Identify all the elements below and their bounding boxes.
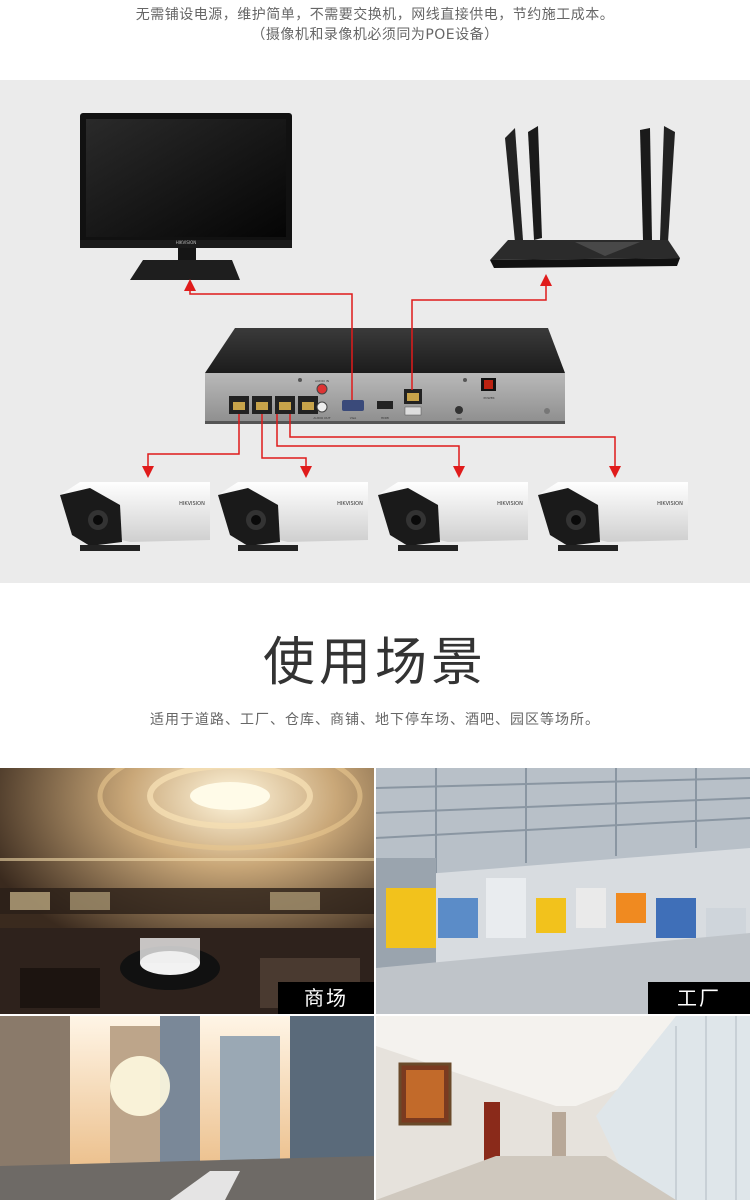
intro-line-2: （摄像机和录像机必须同为POE设备） <box>251 27 499 43</box>
line-nvr-to-monitor <box>184 279 353 400</box>
nvr-audio-out-label: AUDIO OUT <box>313 416 330 420</box>
camera-1: HIKVISION <box>60 482 210 551</box>
corridor-picture <box>376 1016 750 1200</box>
poe-connection-diagram: HIKVISION <box>0 80 750 583</box>
scenes-description: 适用于道路、工厂、仓库、商铺、地下停车场、酒吧、园区等场所。 <box>150 712 600 728</box>
intro-section: 无需铺设电源，维护简单，不需要交换机，网线直接供电，节约施工成本。 （摄像机和录… <box>0 0 750 80</box>
line-port4-to-camera4 <box>289 414 621 478</box>
line-port3-to-camera3 <box>276 414 465 478</box>
intro-line-1: 无需铺设电源，维护简单，不需要交换机，网线直接供电，节约施工成本。 <box>135 7 615 23</box>
camera-3: HIKVISION <box>378 482 528 551</box>
scene-tile-factory: 工厂 <box>376 768 750 1014</box>
scene-tile-road <box>0 1016 374 1200</box>
nvr-dc-label: 48V <box>456 417 463 421</box>
monitor-brand: HIKVISION <box>176 240 197 245</box>
camera-4: HIKVISION <box>538 482 688 551</box>
mall-picture <box>0 768 374 1014</box>
camera-4-brand: HIKVISION <box>657 501 683 507</box>
connection-lines <box>142 274 621 478</box>
nvr-vga-label: VGA <box>350 416 357 420</box>
camera-2: HIKVISION <box>218 482 368 551</box>
scene-label-mall: 商场 <box>278 982 374 1014</box>
camera-1-brand: HIKVISION <box>179 501 205 507</box>
line-port1-to-camera1 <box>142 414 240 478</box>
scene-tile-corridor <box>376 1016 750 1200</box>
scenes-title: 使用场景 <box>262 633 487 693</box>
camera-2-brand: HIKVISION <box>337 501 363 507</box>
nvr-hdmi-label: HDMI <box>381 416 389 420</box>
scene-tile-mall: 商场 <box>0 768 374 1014</box>
line-port2-to-camera2 <box>261 414 312 478</box>
diagram-svg: HIKVISION <box>60 113 688 551</box>
nvr-power-label: POWER <box>483 396 494 400</box>
scene-label-factory: 工厂 <box>648 982 750 1014</box>
nvr-audio-in-label: AUDIO IN <box>315 379 329 383</box>
line-nvr-to-router <box>411 274 552 390</box>
camera-3-brand: HIKVISION <box>497 501 523 507</box>
router <box>490 126 680 268</box>
nvr-recorder: AUDIO IN AUDIO OUT VGA HDMI 48V POWER <box>205 328 565 424</box>
monitor: HIKVISION <box>80 113 292 280</box>
road-picture <box>0 1016 374 1200</box>
factory-picture <box>376 768 750 1014</box>
